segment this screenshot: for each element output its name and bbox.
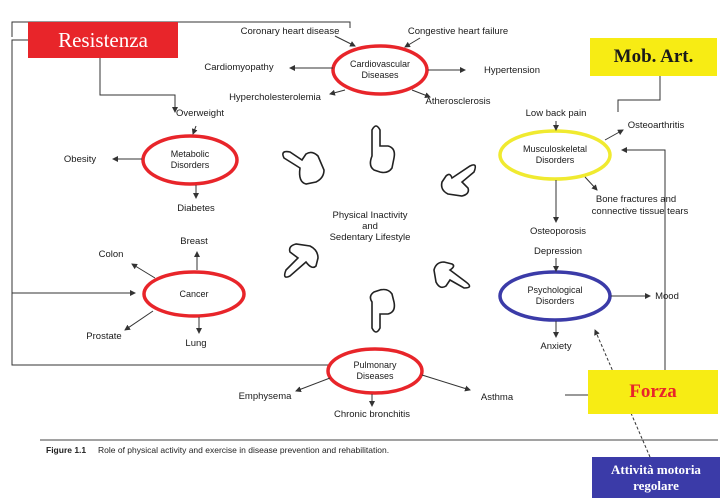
musculo-line1: Musculoskeletal <box>523 144 587 154</box>
arrow-asthma <box>421 374 471 392</box>
label-osteoporosis: Osteoporosis <box>530 226 586 237</box>
cardio-node: Cardiovascular Diseases Coronary heart d… <box>204 26 540 107</box>
arrow-coronary <box>334 35 356 47</box>
figure-caption: Figure 1.1 Role of physical activity and… <box>40 439 718 455</box>
hand-upper-left-icon <box>282 150 325 185</box>
caption-text: Role of physical activity and exercise i… <box>98 445 389 455</box>
hand-lower-left-icon <box>283 243 319 278</box>
label-fractures-2: connective tissue tears <box>592 206 689 217</box>
arrow-prostate <box>124 310 154 331</box>
pulmonary-line2: Diseases <box>356 371 394 381</box>
caption-figure-number: Figure 1.1 <box>46 445 86 455</box>
label-anxiety: Anxiety <box>540 341 571 352</box>
label-colon: Colon <box>99 249 124 260</box>
center-line2: and <box>362 221 378 232</box>
label-asthma: Asthma <box>481 392 514 403</box>
attivita-dashed-line <box>594 329 651 458</box>
label-hypertension: Hypertension <box>484 65 540 76</box>
arrow-colon <box>131 263 156 279</box>
resistenza-to-metabolic <box>99 57 178 113</box>
attivita-line1: Attività motoria <box>611 461 701 477</box>
label-cardiomyopathy: Cardiomyopathy <box>204 62 273 73</box>
psych-line2: Disorders <box>536 296 575 306</box>
metabolic-line2: Disorders <box>171 160 210 170</box>
connector-lines <box>11 21 666 458</box>
mob-line <box>617 76 661 112</box>
metabolic-node: Metabolic Disorders Overweight Obesity D… <box>64 108 239 214</box>
label-diabetes: Diabetes <box>177 203 215 214</box>
hand-up-icon <box>369 125 396 174</box>
label-emphysema: Emphysema <box>239 391 293 402</box>
arrow-emphysema <box>295 377 331 393</box>
cardio-line2: Diseases <box>361 70 399 80</box>
center-block: Physical Inactivity and Sedentary Lifest… <box>330 210 411 243</box>
mob-art-box: Mob. Art. <box>590 38 717 76</box>
musculo-line2: Disorders <box>536 155 575 165</box>
label-chf: Congestive heart failure <box>408 26 508 37</box>
psych-node: Psychological Disorders Depression Mood … <box>498 246 679 352</box>
arrow-overweight <box>191 125 198 135</box>
attivita-line2: regolare <box>633 477 679 493</box>
musculo-ellipse <box>498 129 612 181</box>
cardio-line1: Cardiovascular <box>350 59 410 69</box>
label-breast: Breast <box>180 236 208 247</box>
hand-upper-right-icon <box>440 164 477 197</box>
label-overweight: Overweight <box>176 108 224 119</box>
cancer-ellipse <box>142 270 246 318</box>
label-fractures-1: Bone fractures and <box>596 194 676 205</box>
metabolic-ellipse <box>141 134 239 186</box>
musculo-node: Musculoskeletal Disorders Low back pain … <box>498 108 689 237</box>
resistenza-box: Resistenza <box>28 22 178 58</box>
arrow-fractures <box>584 176 598 191</box>
center-line1: Physical Inactivity <box>333 210 408 221</box>
label-mood: Mood <box>655 291 679 302</box>
label-prostate: Prostate <box>86 331 121 342</box>
metabolic-line1: Metabolic <box>171 149 210 159</box>
label-low-back: Low back pain <box>526 108 587 119</box>
center-line3: Sedentary Lifestyle <box>330 232 411 243</box>
pulmonary-line1: Pulmonary <box>353 360 397 370</box>
label-atherosclerosis: Atherosclerosis <box>426 96 491 107</box>
arrow-osteoarthritis <box>604 129 624 141</box>
cancer-line1: Cancer <box>179 289 208 299</box>
pulmonary-node: Pulmonary Diseases Emphysema Asthma Chro… <box>239 347 514 420</box>
label-depression: Depression <box>534 246 582 257</box>
cardio-ellipse <box>331 44 429 96</box>
resistenza-left-line <box>11 39 330 366</box>
arrow-atherosclerosis <box>411 89 431 98</box>
label-hypercholesterolemia: Hypercholesterolemia <box>229 92 322 103</box>
label-lung: Lung <box>185 338 206 349</box>
arrow-hypercholesterolemia <box>329 89 346 96</box>
forza-box: Forza <box>588 370 718 414</box>
pointing-hands <box>282 125 477 333</box>
label-obesity: Obesity <box>64 154 96 165</box>
label-bronchitis: Chronic bronchitis <box>334 409 410 420</box>
resistenza-top-line <box>11 21 351 37</box>
arrow-chf <box>404 37 421 48</box>
label-osteoarthritis: Osteoarthritis <box>628 120 685 131</box>
pulmonary-ellipse <box>326 347 424 395</box>
attivita-box: Attività motoria regolare <box>592 457 720 498</box>
cancer-node: Cancer Breast Colon Prostate Lung <box>86 236 246 349</box>
label-coronary: Coronary heart disease <box>241 26 340 37</box>
hand-down-icon <box>369 288 396 333</box>
psych-line1: Psychological <box>527 285 582 295</box>
psych-ellipse <box>498 270 612 322</box>
forza-right-line <box>622 149 666 370</box>
hand-lower-right-icon <box>433 261 471 289</box>
